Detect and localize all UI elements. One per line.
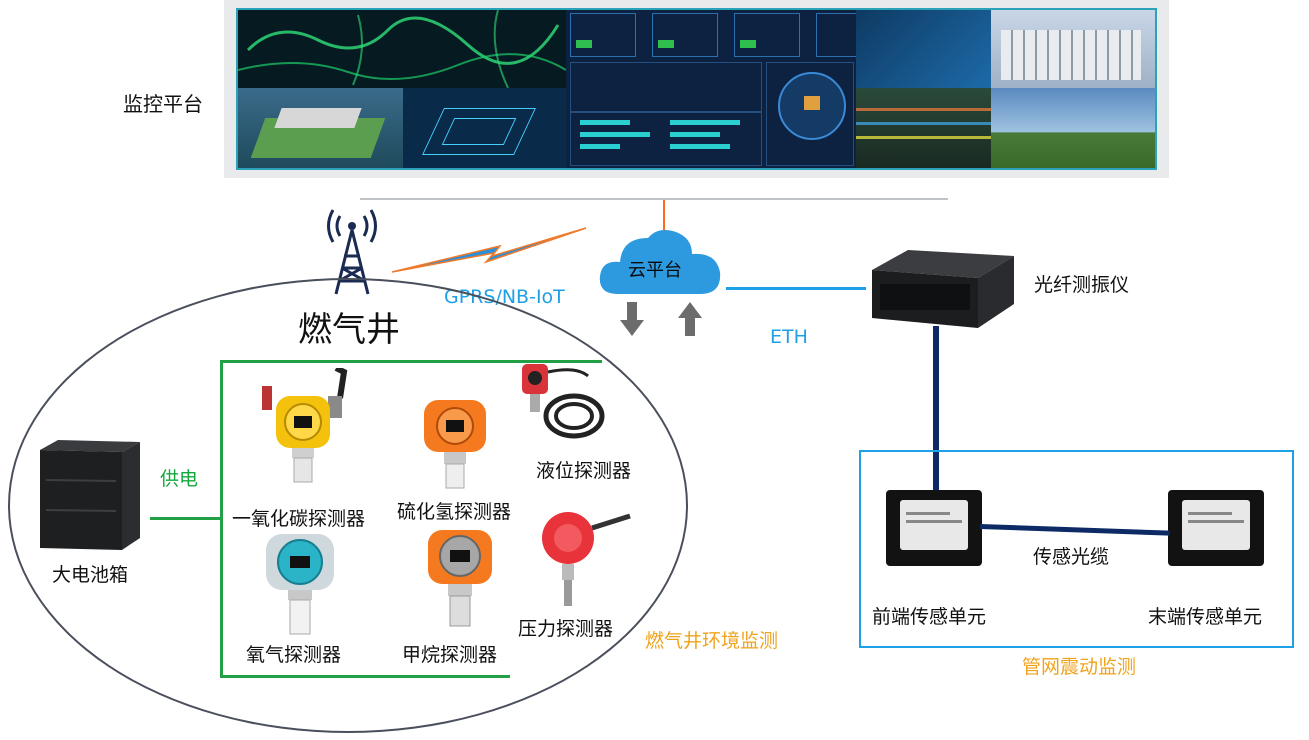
arrow-up-icon xyxy=(678,302,702,336)
scene-panel-2 xyxy=(403,88,566,168)
photo-panel-4 xyxy=(991,88,1155,168)
pipe-monitor-box xyxy=(859,450,1294,648)
end-unit-label: 末端传感单元 xyxy=(1148,606,1263,628)
pipe-monitor-label: 管网震动监测 xyxy=(1022,656,1137,678)
eth-line xyxy=(726,287,866,290)
scene-panel-1 xyxy=(238,88,403,168)
front-unit-label: 前端传感单元 xyxy=(872,606,987,628)
co-detector-device xyxy=(262,368,348,483)
photo-panel-3 xyxy=(856,88,991,168)
fiber-cable-vertical xyxy=(933,326,939,490)
photo-panel-1 xyxy=(856,10,991,88)
ch4-detector-label: 甲烷探测器 xyxy=(402,644,498,666)
liquid-level-detector-label: 液位探测器 xyxy=(536,460,632,482)
gas-well-title: 燃气井 xyxy=(298,310,400,350)
monitor-platform-label: 监控平台 xyxy=(123,92,203,116)
photo-panel-2 xyxy=(991,10,1155,88)
battery-label: 大电池箱 xyxy=(52,564,129,586)
detector-group-box-top xyxy=(510,360,602,363)
h2s-detector-label: 硫化氢探测器 xyxy=(397,501,512,523)
sensing-cable-label: 传感光缆 xyxy=(1033,546,1110,568)
end-sensor-unit xyxy=(1168,490,1264,566)
cloud-label: 云平台 xyxy=(628,260,682,281)
liquid-level-detector-device xyxy=(522,364,605,439)
co-detector-label: 一氧化碳探测器 xyxy=(232,508,366,530)
env-monitor-label: 燃气井环境监测 xyxy=(645,630,779,652)
map-panel xyxy=(238,10,566,88)
battery-box-device xyxy=(40,440,140,550)
wireless-link-icon xyxy=(391,227,587,273)
ch4-detector-device xyxy=(428,530,492,627)
cloud-icon xyxy=(599,230,721,294)
h2s-detector-device xyxy=(424,400,486,489)
cloud-uplink-line xyxy=(663,200,665,230)
o2-detector-label: 氧气探测器 xyxy=(246,644,342,666)
vibrometer-device xyxy=(872,250,1014,328)
front-sensor-unit xyxy=(886,490,982,566)
pressure-detector-label: 压力探测器 xyxy=(518,618,614,640)
vibrometer-label: 光纤测振仪 xyxy=(1034,274,1130,296)
platform-bus-line xyxy=(360,198,948,200)
arrow-down-icon xyxy=(620,302,644,336)
o2-detector-device xyxy=(266,534,334,635)
monitor-wall-screen xyxy=(236,8,1157,170)
power-line xyxy=(150,517,222,520)
gas-well-ellipse xyxy=(8,278,688,733)
dashboard-panel xyxy=(566,10,856,168)
pressure-detector-device xyxy=(542,512,631,606)
eth-label: ETH xyxy=(770,326,808,348)
power-label: 供电 xyxy=(160,468,199,490)
